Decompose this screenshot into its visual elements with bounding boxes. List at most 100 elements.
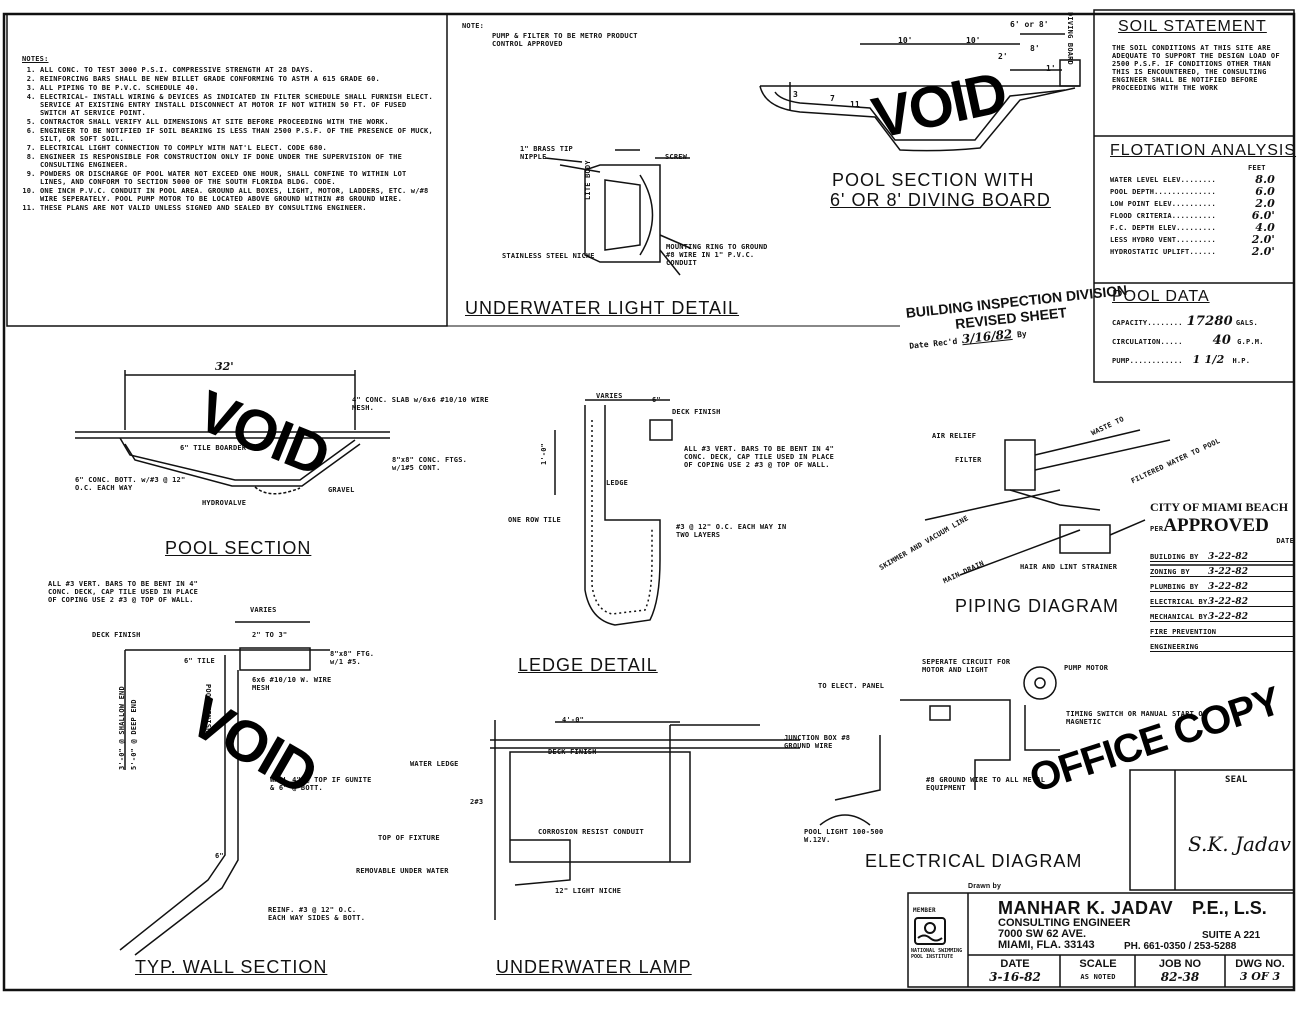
pool-section-label: HYDROVALVE [202, 499, 247, 507]
approval-header: PER APPROVED [1150, 515, 1294, 537]
light-note-heading: NOTE: [462, 22, 485, 30]
electrical-label: JUNCTION BOX #8 GROUND WIRE [784, 734, 851, 750]
wall-label: VARIES [250, 606, 277, 614]
soil-title: SOIL STATEMENT [1118, 18, 1267, 35]
pool-data-value: 40 [1212, 333, 1232, 348]
ledge-label: #3 @ 12" O.C. EACH WAY IN TWO LAYERS [676, 523, 787, 539]
ledge-title: LEDGE DETAIL [518, 655, 658, 675]
diving-dim: 7 [830, 94, 835, 103]
wall-label: 6" [215, 852, 224, 860]
approval-row-value: 3-22-82 [1208, 552, 1249, 562]
pool-data-unit: GALS. [1235, 319, 1258, 327]
ledge-label: ONE ROW TILE [508, 516, 561, 524]
member-label: MEMBER [913, 907, 936, 914]
note-item: ENGINEER IS RESPONSIBLE FOR CONSTRUCTION… [40, 153, 437, 169]
notes-panel: NOTES: ALL CONC. TO TEST 3000 P.S.I. COM… [22, 55, 437, 213]
lamp-label: REMOVABLE UNDER WATER [356, 867, 449, 875]
note-item: POWDERS OR DISCHARGE OF POOL WATER NOT E… [40, 170, 437, 186]
note-item: ALL CONC. TO TEST 3000 P.S.I. COMPRESSIV… [40, 66, 437, 74]
diving-board-label: DIVING BOARD [1066, 12, 1074, 65]
flotation-label: LESS HYDRO VENT......... [1110, 236, 1216, 244]
approval-row-label: ENGINEERING [1150, 643, 1199, 651]
approval-approved: APPROVED [1163, 515, 1269, 536]
lamp-label: DECK FINISH [548, 748, 597, 756]
wall-label: DECK FINISH [92, 631, 141, 639]
ledge-label: VARIES [596, 392, 623, 400]
soil-text: THE SOIL CONDITIONS AT THIS SITE ARE ADE… [1112, 44, 1280, 92]
approval-row-value: 3-22-82 [1208, 612, 1249, 622]
job-label: JOB NO [1158, 958, 1202, 970]
lamp-title: UNDERWATER LAMP [496, 957, 692, 977]
light-label: 1" BRASS TIP NIPPLE [520, 145, 573, 161]
flotation-row: LOW POINT ELEV..........2.0 [1110, 198, 1275, 209]
flotation-label: FLOOD CRITERIA.......... [1110, 212, 1216, 220]
approval-city: CITY OF MIAMI BEACH [1150, 500, 1289, 514]
lamp-drawing [490, 720, 800, 920]
seal-signature: S.K. Jadav [1188, 832, 1291, 856]
light-label: MOUNTING RING TO GROUND #8 WIRE IN 1" P.… [666, 243, 768, 267]
note-item: ELECTRICAL- INSTALL WIRING & DEVICES AS … [40, 93, 437, 117]
flotation-value: 6.0' [1251, 209, 1275, 222]
flotation-row: POOL DEPTH..............6.0 [1110, 186, 1275, 197]
pool-section-label: 8"x8" CONC. FTGS. w/1#5 CONT. [392, 456, 468, 472]
flotation-row: HYDROSTATIC UPLIFT......2.0' [1110, 245, 1275, 258]
wall-label: ALL #3 VERT. BARS TO BE BENT IN 4" CONC.… [48, 580, 199, 604]
electrical-title: ELECTRICAL DIAGRAM [865, 851, 1083, 871]
diving-dim: 2' [998, 52, 1008, 61]
diving-dim: 10' [966, 36, 981, 45]
approval-row: FIRE PREVENTION [1150, 622, 1294, 637]
pool-data-unit: G.P.M. [1237, 338, 1264, 346]
diving-dim: 8' [1030, 44, 1040, 53]
approval-row-label: BUILDING BY [1150, 553, 1199, 561]
pool-section-dim: 32' [215, 360, 234, 373]
wall-label: WALL 4" @ TOP IF GUNITE & 6" @ BOTT. [270, 776, 372, 792]
dwg-value: 3 OF 3 [1239, 970, 1281, 983]
dwg-cell: DWG NO. 3 OF 3 [1227, 958, 1293, 983]
wall-label: 6" TILE [184, 657, 215, 665]
note-item: ELECTRICAL LIGHT CONNECTION TO COMPLY WI… [40, 144, 437, 152]
note-item: ALL PIPING TO BE P.V.C. SCHEDULE 40. [40, 84, 437, 92]
flotation-unit: FEET [1248, 164, 1266, 172]
engineer-phone: PH. 661-0350 / 253-5288 [1124, 941, 1237, 952]
wall-label: REINF. #3 @ 12" O.C. EACH WAY SIDES & BO… [268, 906, 366, 922]
approval-row-label: MECHANICAL BY [1150, 613, 1208, 621]
engineer-suite: SUITE A 221 [1202, 930, 1261, 941]
pool-data-label: PUMP............ [1112, 357, 1183, 365]
inspection-by-label: By [1016, 329, 1028, 340]
engineer-name: MANHAR K. JADAV [998, 898, 1174, 918]
electrical-label: SEPERATE CIRCUIT FOR MOTOR AND LIGHT [922, 658, 1011, 674]
flotation-value: 2.0' [1251, 245, 1275, 258]
lamp-label: CORROSION RESIST CONDUIT [538, 828, 644, 836]
flotation-row: LESS HYDRO VENT.........2.0' [1110, 234, 1275, 245]
pool-section-drawing [75, 370, 390, 495]
approval-row-value: 3-22-82 [1208, 582, 1249, 592]
light-detail-title: UNDERWATER LIGHT DETAIL [465, 298, 740, 318]
diving-title-line2: 6' OR 8' DIVING BOARD [830, 190, 1051, 210]
diving-dim: 1' [1046, 64, 1056, 73]
approval-row: ENGINEERING [1150, 637, 1294, 652]
ledge-label: LEDGE [606, 479, 629, 487]
note-item: REINFORCING BARS SHALL BE NEW BILLET GRA… [40, 75, 437, 83]
drawn-by-label: Drawn by [968, 883, 1002, 890]
wall-label: 6x6 #10/10 W. WIRE MESH [252, 676, 332, 692]
lamp-label: WATER LEDGE [410, 760, 459, 768]
note-item: ENGINEER TO BE NOTIFIED IF SOIL BEARING … [40, 127, 437, 143]
engineer-city: MIAMI, FLA. 33143 [998, 939, 1095, 951]
lamp-label: TOP OF FIXTURE [378, 834, 440, 842]
notes-heading: NOTES: [22, 55, 49, 63]
diving-dim: 10' [898, 36, 913, 45]
diving-dim: 3 [793, 90, 798, 99]
pool-section-label: 6" CONC. BOTT. w/#3 @ 12" O.C. EACH WAY [75, 476, 186, 492]
electrical-label: PUMP MOTOR [1064, 664, 1109, 672]
ledge-label: 6" [652, 396, 661, 404]
wall-section-drawing [119, 621, 330, 956]
approval-row-label: ZONING BY [1150, 568, 1190, 576]
engineer-credentials: P.E., L.S. [1192, 898, 1267, 918]
